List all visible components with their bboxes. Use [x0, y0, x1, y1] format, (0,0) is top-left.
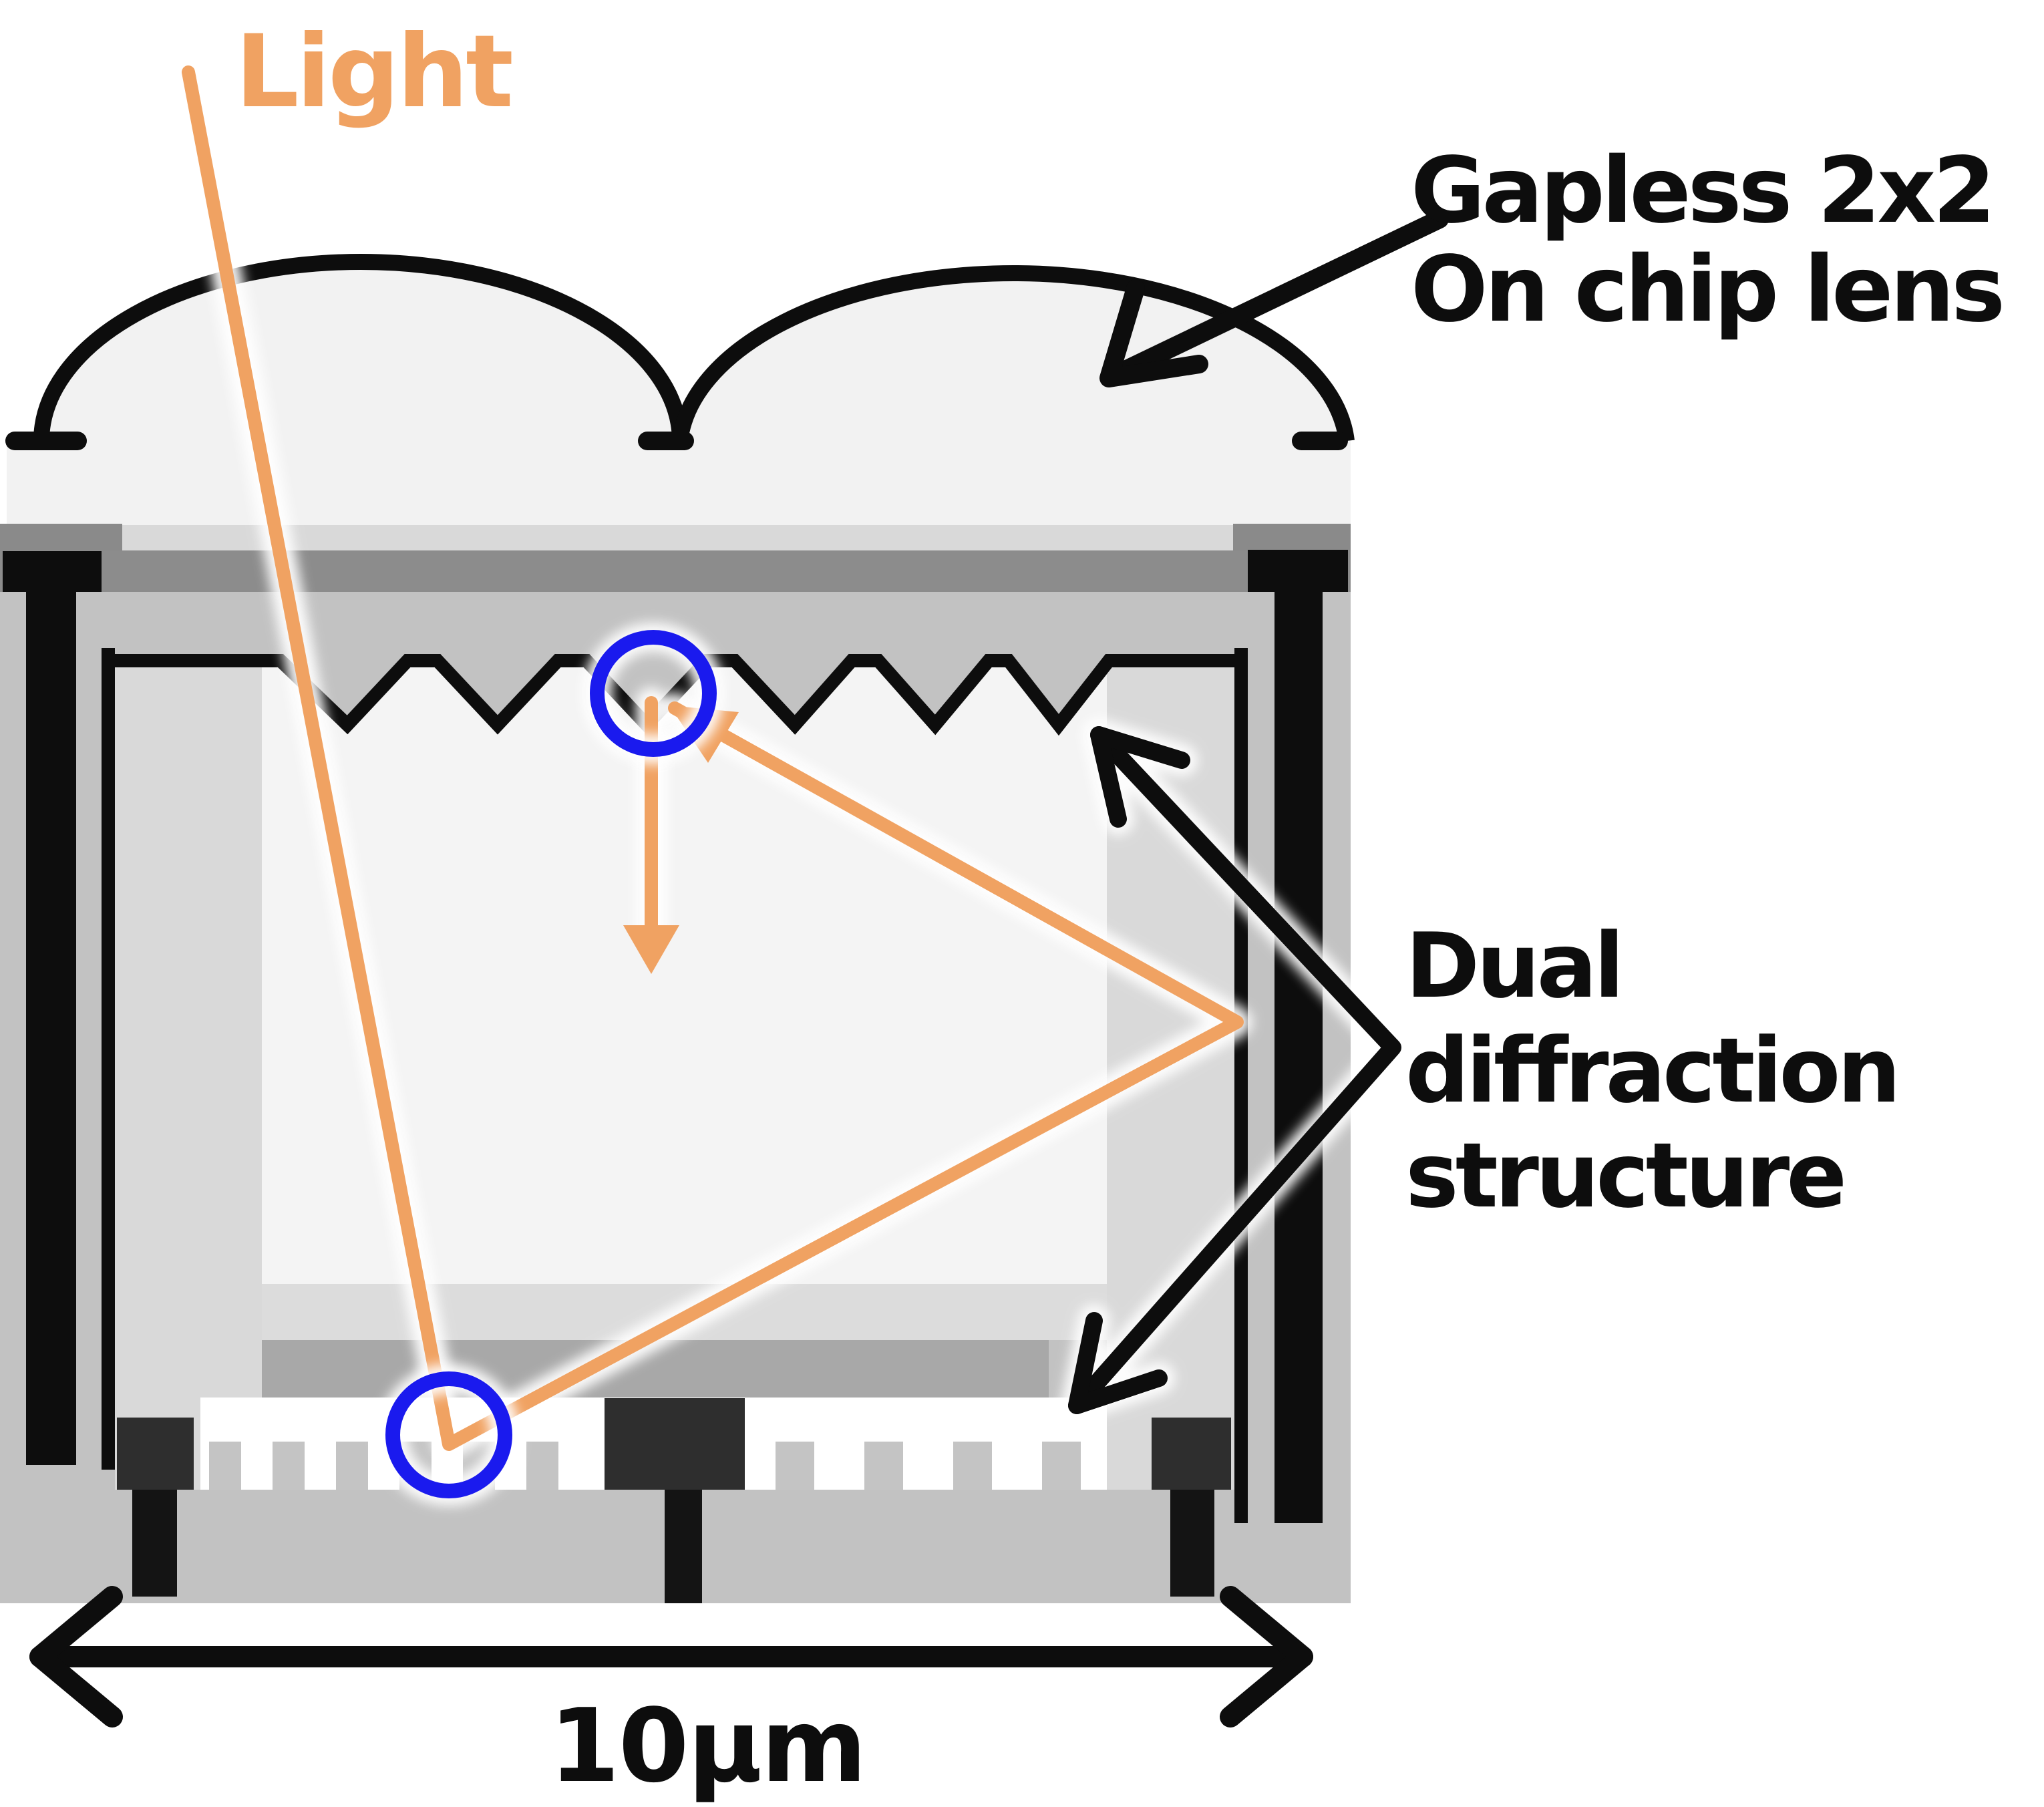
light-ray	[182, 65, 1244, 1451]
bottom-diffraction-circle	[385, 1371, 512, 1498]
lens-label-line1: Gapless 2x2	[1411, 138, 1996, 244]
pillar-left	[26, 592, 76, 1465]
contact-blocks	[117, 1398, 1231, 1490]
dual-structure-arrows	[1061, 719, 1409, 1422]
pillar-cap-left	[3, 551, 102, 592]
transmitted-ray-arrowhead	[623, 925, 679, 974]
microlens-dome-left	[33, 254, 688, 442]
light-label: Light	[235, 14, 514, 130]
frame-line-left	[102, 648, 115, 1470]
scale-arrowhead-left	[29, 1586, 123, 1728]
top-metal-band	[0, 550, 1351, 592]
diffraction-markers	[378, 623, 724, 1506]
top-diffraction-circle	[590, 630, 717, 757]
dual-label-line3: structure	[1405, 1124, 1847, 1228]
scale-label: 10μm	[549, 1687, 867, 1805]
lens-foot-center	[638, 432, 694, 450]
zigzag-grating-line	[115, 654, 1234, 736]
annotation-arrows	[29, 210, 1449, 1728]
frame-line-right	[1234, 648, 1248, 1523]
lens-label-line2: On chip lens	[1411, 237, 2005, 343]
lens-resin-body	[7, 438, 1351, 526]
dual-label-line1: Dual	[1405, 914, 1625, 1018]
pillar-right	[1274, 592, 1323, 1523]
inner-margin-left	[115, 661, 262, 1490]
lens-foot-right	[1292, 432, 1348, 450]
sensor-body	[0, 254, 1355, 1603]
strip-block-left	[0, 524, 122, 550]
lens-label-arrow	[1099, 210, 1449, 387]
scale-arrow	[29, 1586, 1313, 1728]
microlens-dome-right	[672, 265, 1355, 442]
lens-foot-left	[5, 432, 87, 450]
upper-arrowhead	[1090, 726, 1190, 828]
strip-block-right	[1233, 524, 1351, 550]
dual-label-line2: diffraction	[1405, 1019, 1901, 1123]
lower-arrowhead	[1068, 1312, 1168, 1414]
scale-arrowhead-right	[1220, 1586, 1313, 1728]
pillar-cap-right	[1248, 550, 1348, 592]
planarization-strip	[0, 525, 1351, 550]
contact-vias	[132, 1490, 1214, 1603]
